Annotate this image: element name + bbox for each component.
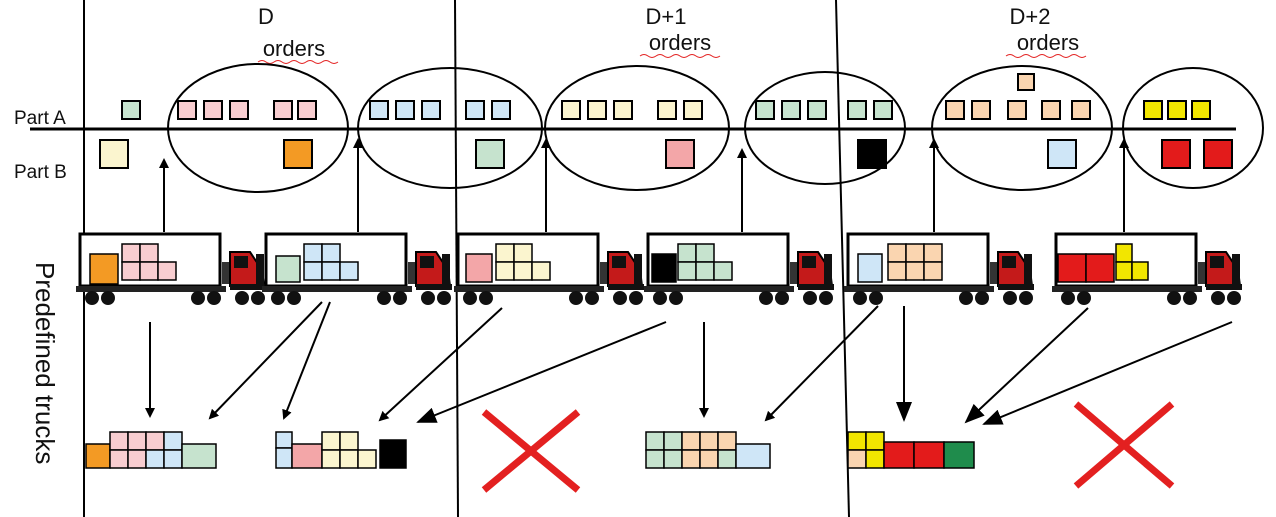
order-group-5 [931,65,1113,191]
heading-day2: D+2 orders [1005,4,1087,58]
load-2 [275,431,407,469]
svg-text:D: D [258,4,274,29]
order-group-3 [544,65,730,191]
load-4 [847,431,975,469]
svg-text:orders: orders [649,30,711,55]
cancel-cross-day1 [481,409,581,493]
svg-text:orders: orders [1017,30,1079,55]
row-label-part-a: Part A [14,108,66,129]
spellcheck-underline [639,54,721,58]
row-label-part-b: Part B [14,162,67,183]
heading-day0: D orders [257,4,339,64]
order-group-4 [744,71,906,185]
truck-2 [260,232,454,307]
svg-text:Predefined trucks: Predefined trucks [30,262,60,464]
load-1 [85,431,217,469]
order-group-1 [167,63,349,193]
spellcheck-underline [257,60,339,64]
part-b-orders [99,139,1233,169]
order-group-6 [1122,67,1264,189]
truck-5 [842,232,1036,307]
truck-6 [1050,232,1244,307]
cancel-cross-day2 [1073,401,1175,489]
truck-to-order-arrows [159,138,1129,232]
order-ellipses [167,63,1264,193]
truck-4 [642,232,836,307]
svg-text:D+2: D+2 [1010,4,1051,29]
part-a-orders [121,73,1211,120]
truck-3 [452,232,646,307]
svg-text:orders: orders [263,36,325,61]
truck-1 [74,232,268,307]
heading-day1: D+1 orders [639,4,721,58]
assignment-arrows [145,301,1233,425]
predefined-trucks-label: Predefined trucks [30,262,60,464]
divider-day2 [835,0,850,517]
spellcheck-underline [1005,54,1087,58]
order-group-2 [357,67,543,189]
load-3 [645,431,771,469]
svg-text:D+1: D+1 [646,4,687,29]
